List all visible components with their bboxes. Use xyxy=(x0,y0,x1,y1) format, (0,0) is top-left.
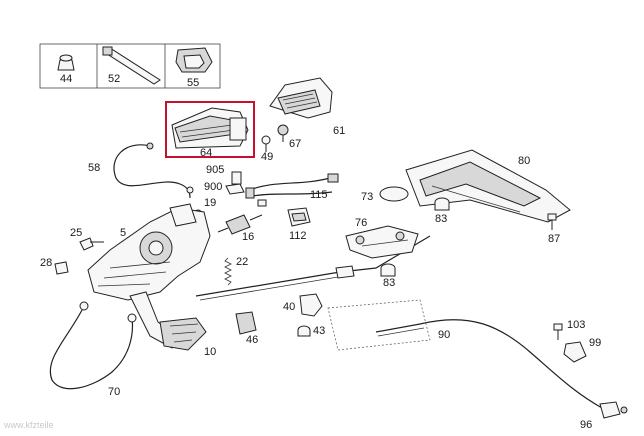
part-25-bolt xyxy=(79,237,104,251)
part-80-frame xyxy=(405,149,571,223)
part-70-cable-clip xyxy=(127,313,137,323)
label-10: 10 xyxy=(204,346,216,358)
part-44-nut xyxy=(57,54,75,71)
part-cable-adjuster xyxy=(335,265,355,279)
label-44: 44 xyxy=(60,73,72,85)
part-99-clip xyxy=(563,341,587,363)
label-46: 46 xyxy=(246,334,258,346)
label-19: 19 xyxy=(204,197,216,209)
part-46-holder xyxy=(235,311,257,335)
part-43-nut xyxy=(297,325,311,337)
label-22: 22 xyxy=(236,256,248,268)
label-67: 67 xyxy=(289,138,301,150)
part-87-bolt xyxy=(547,213,557,230)
part-16-switch xyxy=(217,214,263,235)
part-49-screw xyxy=(261,135,271,152)
part-900-connector xyxy=(225,183,245,195)
part-58-cable-end xyxy=(146,142,154,150)
label-49: 49 xyxy=(261,151,273,163)
part-103-bolt xyxy=(553,323,563,340)
part-73-cap xyxy=(379,186,409,202)
part-22-spring xyxy=(224,257,232,286)
label-80: 80 xyxy=(518,155,530,167)
watermark: www.kfzteile xyxy=(3,420,54,430)
part-905-connector xyxy=(231,171,242,185)
label-28: 28 xyxy=(40,257,52,269)
label-40: 40 xyxy=(283,301,295,313)
label-83-upper: 83 xyxy=(435,213,447,225)
part-67-screw xyxy=(277,124,289,142)
part-70-cable-end xyxy=(79,301,89,311)
label-52: 52 xyxy=(108,73,120,85)
label-96: 96 xyxy=(580,419,592,431)
label-83-lower: 83 xyxy=(383,277,395,289)
part-83-grommet-lower xyxy=(380,263,396,277)
part-52-cable-tie xyxy=(102,46,161,85)
label-55: 55 xyxy=(187,77,199,89)
part-28-nut xyxy=(54,261,69,275)
label-58: 58 xyxy=(88,162,100,174)
part-90-cable-sheath xyxy=(377,327,425,337)
part-40-clip xyxy=(299,293,323,317)
part-76-lever-mechanism xyxy=(345,225,419,259)
label-16: 16 xyxy=(242,231,254,243)
label-103: 103 xyxy=(567,319,585,331)
part-64-highlight-box xyxy=(165,101,255,158)
label-25: 25 xyxy=(70,227,82,239)
label-905: 905 xyxy=(206,164,224,176)
part-58-cable xyxy=(113,144,191,199)
label-70: 70 xyxy=(108,386,120,398)
part-115-wiring-harness xyxy=(245,173,339,207)
label-90: 90 xyxy=(438,329,450,341)
label-73: 73 xyxy=(361,191,373,203)
label-87: 87 xyxy=(548,233,560,245)
label-5: 5 xyxy=(120,227,126,239)
label-76: 76 xyxy=(355,217,367,229)
part-64-release-handle xyxy=(171,107,249,149)
part-83-grommet-upper xyxy=(434,197,450,211)
label-900: 900 xyxy=(204,181,222,193)
part-96-cable-end xyxy=(599,401,628,419)
part-112-connector xyxy=(287,207,311,227)
label-115: 115 xyxy=(310,189,328,201)
part-10-pedal-arm xyxy=(129,291,207,351)
part-90-cable xyxy=(375,319,603,409)
label-99: 99 xyxy=(589,337,601,349)
label-43: 43 xyxy=(313,325,325,337)
part-58-cable-clip xyxy=(186,186,194,194)
part-70-cable xyxy=(49,309,134,390)
part-5-pedal-bracket xyxy=(87,203,211,301)
part-main-cable-sheath xyxy=(199,275,345,301)
cable-group-outline xyxy=(327,299,431,351)
part-61-rail xyxy=(269,77,333,119)
label-64: 64 xyxy=(200,147,212,159)
label-112: 112 xyxy=(289,230,307,242)
part-55-clip xyxy=(175,47,213,73)
inset-box xyxy=(39,43,221,89)
label-61: 61 xyxy=(333,125,345,137)
